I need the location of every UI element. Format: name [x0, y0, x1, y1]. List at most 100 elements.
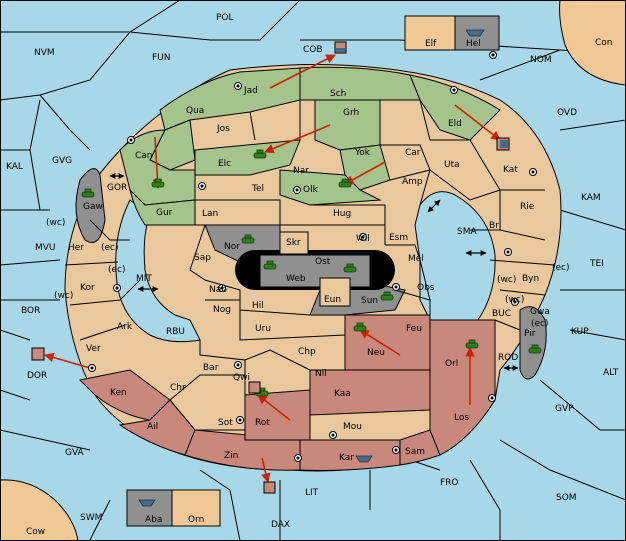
label-wc4: (wc): [505, 295, 524, 305]
label-orn: Orn: [188, 515, 204, 525]
label-mvu: MVU: [35, 243, 56, 253]
label-pol: POL: [216, 13, 234, 23]
label-can: Can: [135, 151, 153, 161]
label-ver: Ver: [86, 344, 101, 354]
orn-region[interactable]: [171, 489, 221, 527]
label-bor: BOR: [21, 306, 40, 316]
label-elc: Elc: [218, 159, 231, 169]
label-zin: Zin: [224, 451, 238, 461]
label-con: Con: [595, 38, 613, 48]
label-sch: Sch: [330, 89, 346, 99]
kaa-region[interactable]: [309, 369, 431, 416]
label-ec1: (ec): [101, 243, 119, 253]
dor-marker[interactable]: [31, 347, 45, 361]
label-eld: Eld: [448, 119, 462, 129]
label-gvp: GVP: [555, 404, 574, 414]
elf-region[interactable]: [404, 15, 456, 51]
label-sot: Sot: [218, 418, 233, 428]
label-elf: Elf: [425, 39, 437, 49]
label-nvm: NVM: [34, 48, 55, 58]
label-los: Los: [454, 413, 469, 423]
con-region[interactable]: [559, 0, 626, 86]
fleet-unit-icons[interactable]: [138, 29, 485, 507]
label-rie: Rie: [520, 202, 535, 212]
label-uta: Uta: [444, 160, 460, 170]
label-bri: Bri: [489, 221, 501, 231]
label-web: Web: [286, 274, 306, 284]
label-kal: KAL: [6, 162, 23, 172]
label-ail: Ail: [147, 422, 158, 432]
label-wc3: (wc): [54, 291, 73, 301]
order-arrows: [44, 54, 501, 483]
label-kup: KUP: [571, 327, 589, 337]
label-chr: Chr: [170, 383, 186, 393]
label-nom: NOM: [530, 55, 552, 65]
label-aba: Aba: [145, 515, 162, 525]
label-byn: Byn: [522, 274, 539, 284]
label-gaw: Gaw: [83, 202, 103, 212]
label-rbu: RBU: [166, 327, 185, 337]
province-borders: [64, 99, 556, 431]
label-dax: DAX: [271, 520, 290, 530]
label-eun: Eun: [324, 295, 341, 305]
label-gva: GVA: [65, 448, 85, 458]
mit-sea[interactable]: [115, 199, 201, 343]
eld-region[interactable]: [409, 74, 501, 141]
label-buc: BUC: [492, 309, 511, 319]
label-lit: LIT: [305, 488, 319, 498]
label-wc1: (wc): [46, 218, 65, 228]
label-mou: Mou: [343, 422, 362, 432]
label-gvg: GVG: [52, 156, 72, 166]
label-wil: Wil: [356, 234, 370, 244]
label-uru: Uru: [255, 324, 271, 334]
cob-marker[interactable]: [334, 41, 347, 54]
label-olk: Olk: [303, 185, 319, 195]
label-alt: ALT: [603, 368, 619, 378]
label-her: Her: [68, 243, 84, 253]
label-rot: Rot: [255, 418, 270, 428]
qwi-marker[interactable]: [248, 381, 261, 394]
supply-center-dots: [90, 53, 535, 460]
label-kaa: Kaa: [334, 389, 351, 399]
label-sma: SMA: [457, 227, 477, 237]
label-nab: Nab: [209, 285, 227, 295]
label-gor: GOR: [107, 183, 127, 193]
pir-region[interactable]: [519, 306, 547, 380]
label-kar: Kar: [339, 453, 354, 463]
olk-region[interactable]: [279, 169, 382, 206]
label-kat: Kat: [503, 165, 518, 175]
label-tel: Tel: [251, 184, 264, 194]
label-lan: Lan: [202, 209, 218, 219]
skr-region[interactable]: [279, 231, 309, 255]
label-ec2: (ec): [552, 263, 570, 273]
label-sun: Sun: [361, 296, 378, 306]
rot-region[interactable]: [244, 389, 311, 441]
label-kor: Kor: [80, 283, 95, 293]
aba-region[interactable]: [126, 489, 173, 527]
label-ark: Ark: [117, 322, 133, 332]
label-sap: Sap: [194, 253, 211, 263]
supply-center-icons: [88, 51, 537, 462]
label-ec3: (ec): [108, 265, 126, 275]
label-esm: Esm: [389, 233, 408, 243]
label-swm: SWM: [80, 513, 102, 523]
eun-region[interactable]: [319, 277, 351, 307]
label-gwa: Gwa: [530, 307, 550, 317]
label-grh: Grh: [343, 108, 359, 118]
cob-fleet-icon: [336, 48, 345, 52]
label-fro: FRO: [440, 478, 459, 488]
label-nor: Nor: [224, 242, 240, 252]
label-obs: Obs: [417, 283, 435, 293]
cow-region[interactable]: [0, 479, 79, 541]
label-mit: MIT: [136, 274, 152, 284]
label-hel: Hel: [466, 39, 481, 49]
label-nil: Nil: [315, 369, 327, 379]
label-chp: Chp: [298, 347, 316, 357]
label-jos: Jos: [216, 124, 230, 134]
label-qwi: Qwi: [233, 373, 250, 383]
lit-marker[interactable]: [263, 481, 276, 494]
gaw-region[interactable]: [75, 168, 106, 243]
label-hil: Hil: [252, 301, 264, 311]
